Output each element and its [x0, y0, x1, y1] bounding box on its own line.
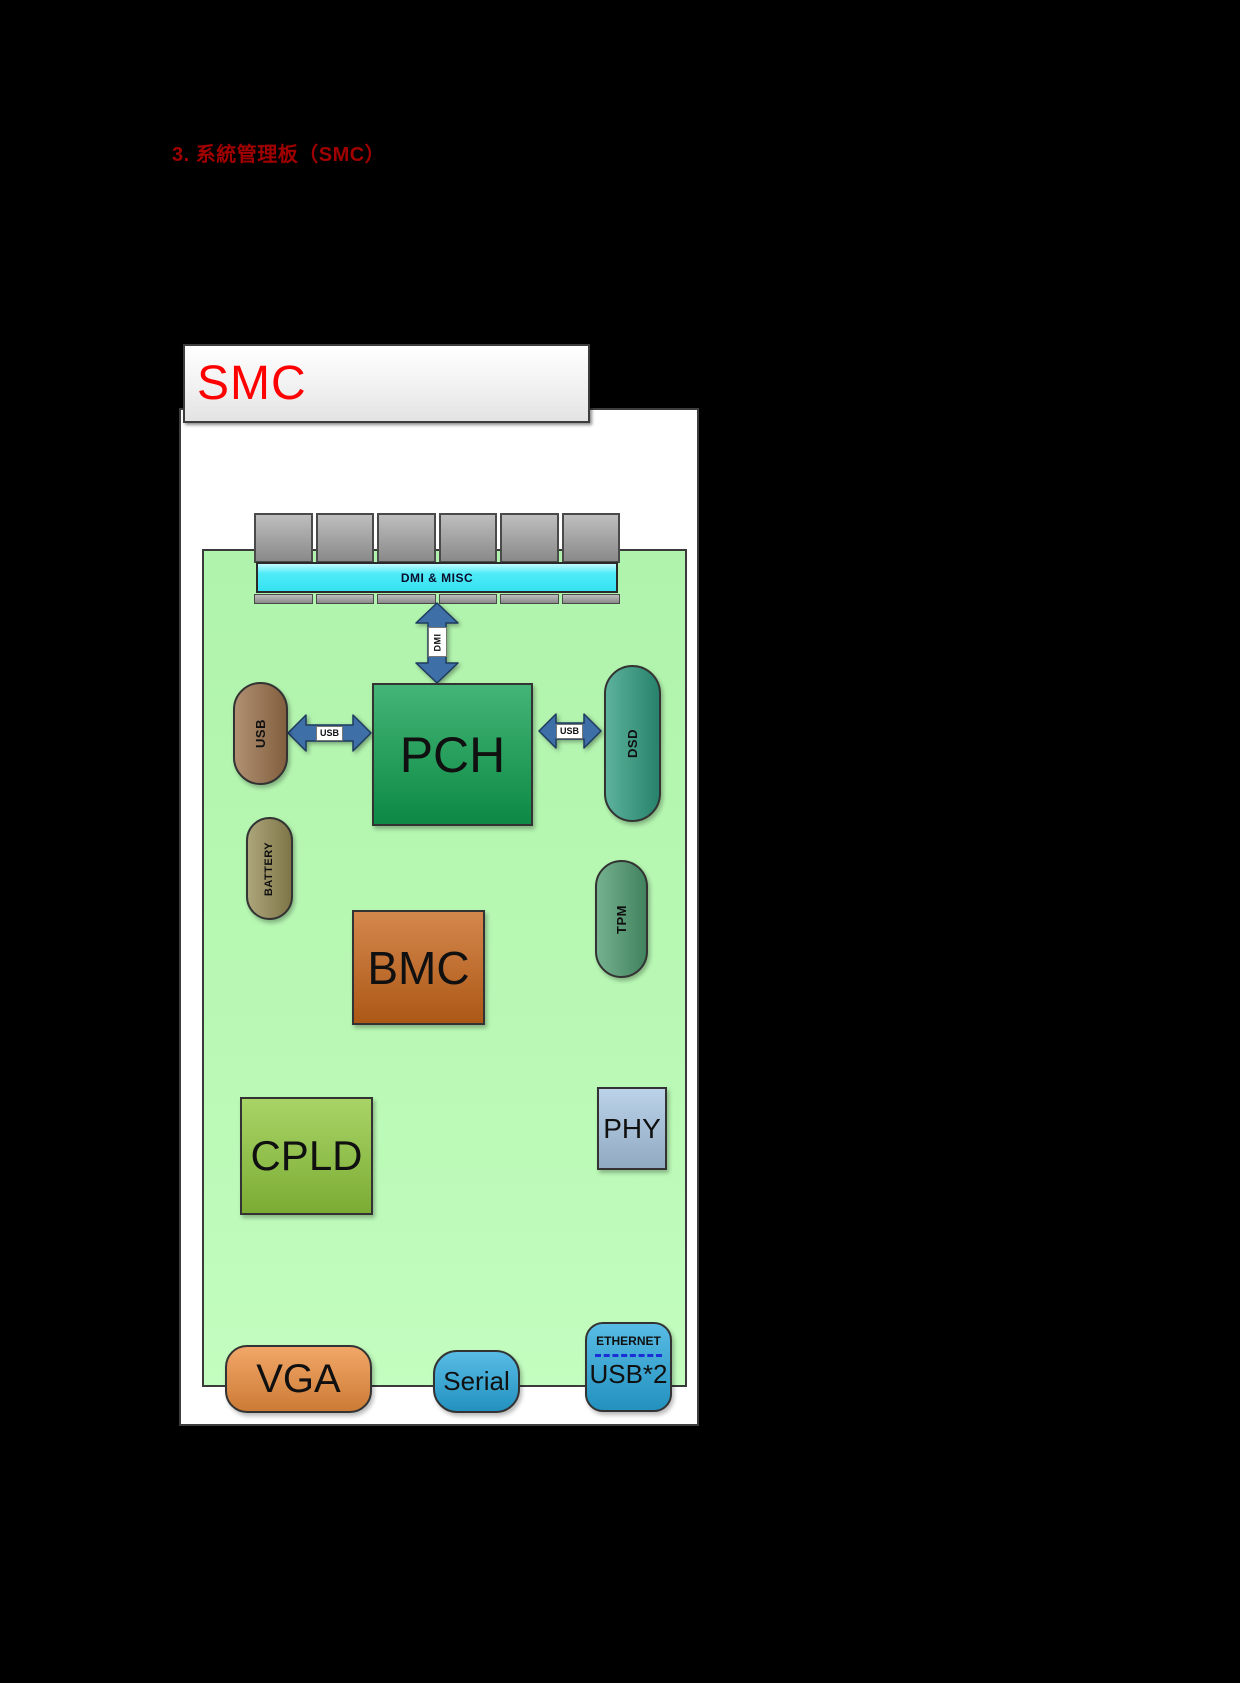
connector-segment [561, 594, 620, 604]
dmi-misc-bar: DMI & MISC [256, 562, 618, 593]
cpld-chip: CPLD [240, 1097, 373, 1215]
battery-label: BATTERY [263, 841, 276, 896]
connector-segment [500, 594, 559, 604]
vga-label: VGA [256, 1356, 341, 1401]
phy-chip: PHY [597, 1087, 667, 1170]
connector-segment [377, 594, 436, 604]
bmc-label: BMC [367, 941, 470, 994]
connector-segment [561, 513, 620, 563]
serial-label: Serial [443, 1366, 510, 1396]
connector-segment [377, 513, 436, 563]
connector-slot-bottom [254, 594, 620, 604]
tpm-label: TPM [613, 904, 629, 934]
dsd-storage: DSD [604, 665, 661, 822]
connector-segment [254, 594, 313, 604]
usb-arrow-left-label: USB [316, 726, 343, 741]
ethernet-label: ETHERNET [596, 1334, 661, 1348]
smc-title-box: SMC [183, 344, 590, 423]
connector-segment [438, 513, 497, 563]
bmc-chip: BMC [352, 910, 485, 1025]
usb2-label: USB*2 [589, 1359, 668, 1389]
ethernet-usb-port: ETHERNET USB*2 [585, 1322, 672, 1412]
serial-port: Serial [433, 1350, 520, 1413]
dmi-arrow-label: DMI [428, 627, 447, 657]
tpm-chip: TPM [595, 860, 648, 978]
usb-arrow-right-label: USB [556, 724, 583, 739]
ethernet-usb-divider [595, 1354, 662, 1357]
connector-segment [315, 513, 374, 563]
smc-title: SMC [197, 357, 307, 410]
connector-slot-top [254, 513, 620, 563]
usb-label: USB [252, 719, 268, 748]
connector-segment [254, 513, 313, 563]
connector-segment [315, 594, 374, 604]
battery: BATTERY [246, 817, 293, 920]
connector-segment [438, 594, 497, 604]
dsd-label: DSD [624, 729, 640, 758]
pch-chip: PCH [372, 683, 533, 826]
usb-port: USB [233, 682, 288, 785]
dmi-misc-label: DMI & MISC [400, 570, 474, 585]
connector-segment [500, 513, 559, 563]
cpld-label: CPLD [250, 1132, 363, 1179]
vga-port: VGA [225, 1345, 372, 1413]
section-heading: 3. 系統管理板（SMC） [172, 144, 386, 166]
pch-label: PCH [399, 726, 506, 783]
phy-label: PHY [603, 1112, 661, 1144]
